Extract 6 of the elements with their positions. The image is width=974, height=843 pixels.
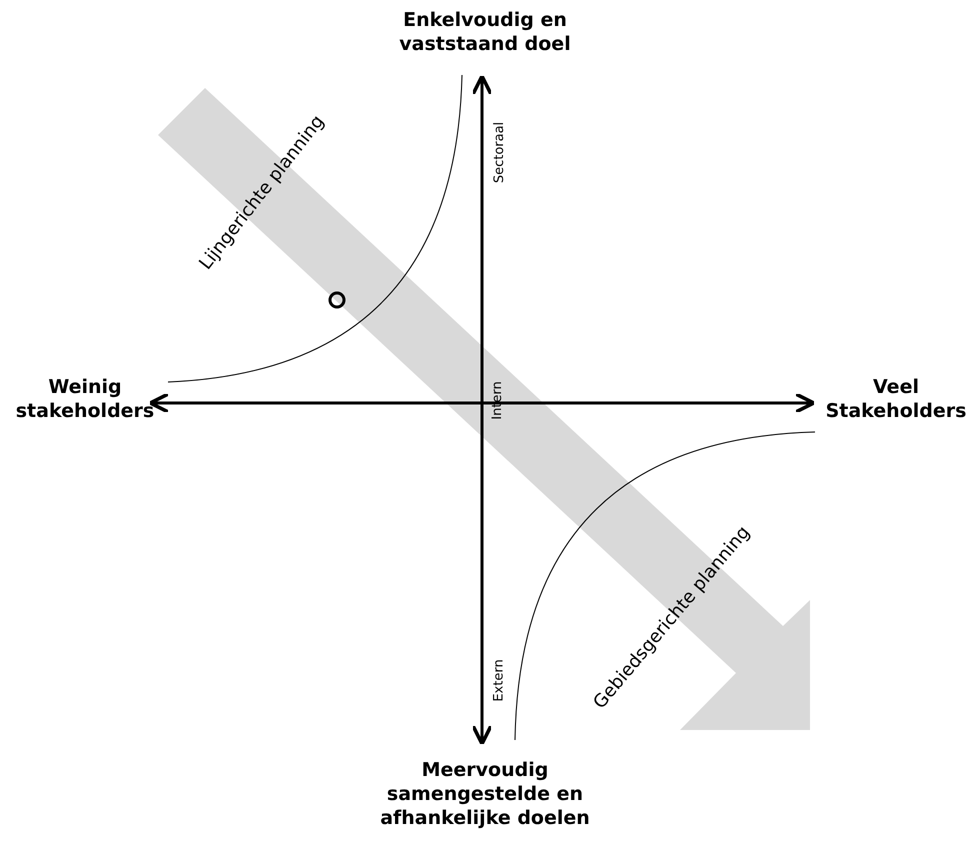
axis-label: Weinig stakeholders: [14, 375, 156, 423]
axis-label: Meervoudig samengestelde en afhankelijke doelen: [379, 758, 591, 830]
axis-label: Veel Stakeholders: [824, 375, 968, 423]
axis-tick-label: Sectoraal: [492, 121, 507, 183]
axis-tick-label: Extern: [492, 658, 507, 702]
axis-label: Enkelvoudig en vaststaand doel: [398, 8, 572, 56]
